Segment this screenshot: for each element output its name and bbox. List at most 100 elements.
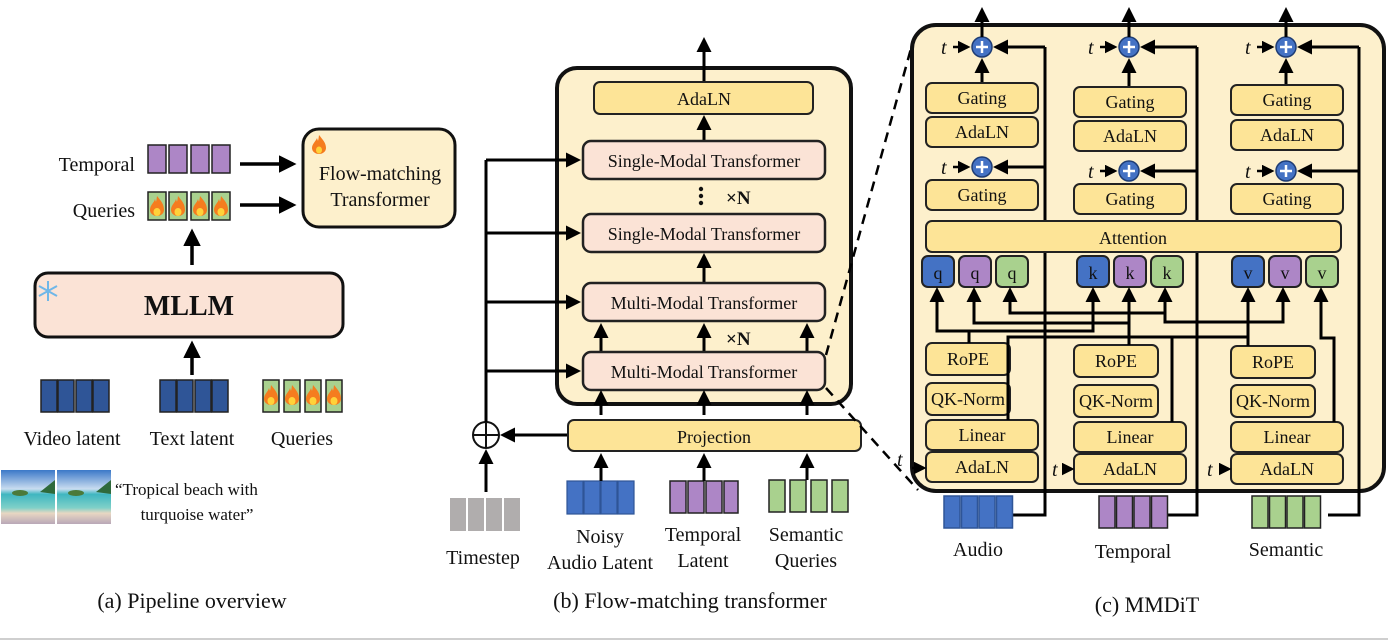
stream-label: Temporal (1095, 541, 1172, 563)
token (566, 480, 584, 515)
timestep-label: Timestep (446, 547, 520, 569)
repeat-label: ×N (726, 188, 751, 209)
noisy-audio-label-line2: Audio Latent (547, 552, 654, 574)
timestep-symbol: t (1052, 459, 1058, 481)
token (723, 480, 739, 514)
text-latent-tokens (159, 379, 229, 413)
stream-label: Audio (953, 539, 1003, 561)
connector-line (1166, 47, 1199, 517)
token (468, 498, 484, 531)
timestep-tokens (450, 498, 520, 531)
input-query-tokens (262, 379, 343, 413)
rope-block-label: RoPE (1252, 352, 1294, 372)
multi-modal-transformer-label: Multi-Modal Transformer (611, 293, 798, 313)
add-circle-icon (1118, 160, 1140, 182)
stream-token (1303, 495, 1322, 529)
qk-norm-block-label: QK-Norm (1079, 391, 1153, 411)
qk-norm-block (925, 382, 1011, 416)
single-modal-transformer-2 (581, 212, 827, 254)
linear-block-label: Linear (959, 425, 1006, 445)
token (57, 379, 75, 413)
token (810, 479, 828, 513)
attention-block (925, 220, 1342, 253)
gating-block (1073, 183, 1187, 215)
linear-block (1073, 421, 1187, 453)
token (669, 480, 687, 514)
adaln-block-label: AdaLN (955, 122, 1009, 142)
prompt-text-line2: turquoise water” (141, 505, 254, 524)
stream-token (943, 495, 961, 529)
adaln-block (925, 116, 1039, 148)
single-modal-transformer-1 (581, 139, 827, 181)
qkv-token-label: q (971, 263, 980, 283)
panel-b-caption: (b) Flow-matching transformer (553, 588, 827, 613)
stream-token (1150, 495, 1169, 529)
panel-a-pipeline-overview: Temporal Queries (1, 127, 457, 613)
timestep-symbol: t (1088, 161, 1094, 183)
semantic-queries-label-line1: Semantic (769, 524, 844, 546)
repeat-label: ×N (726, 329, 751, 350)
token (40, 379, 58, 413)
token (504, 498, 520, 531)
query-tokens (147, 191, 231, 221)
timestep-symbol: t (1245, 161, 1251, 183)
prompt-text-line1: “Tropical beach with (115, 480, 258, 499)
token (147, 144, 167, 174)
ellipsis-dots (698, 186, 704, 206)
fire-icon (264, 385, 341, 405)
zoom-guide-line (825, 387, 919, 491)
connector-line (969, 292, 1095, 333)
timestep-symbol: t (1245, 37, 1251, 59)
panel-a-caption: (a) Pipeline overview (97, 588, 286, 613)
semantic-queries-label-line2: Queries (775, 550, 837, 572)
multi-modal-transformer-1 (581, 281, 827, 323)
video-frame-2 (57, 470, 111, 524)
qkv-token-label: v (1318, 263, 1327, 283)
stream-token (1286, 495, 1304, 529)
snowflake-icon (38, 281, 58, 301)
token (789, 479, 807, 513)
rope-block-label: RoPE (1095, 351, 1137, 371)
flow-matching-transformer-block (301, 127, 457, 229)
connector-line (972, 292, 1131, 325)
token (450, 498, 466, 531)
qk-norm-block (1230, 384, 1316, 418)
adaln-block-label: AdaLN (1260, 459, 1314, 479)
adaln-block-label: AdaLN (1103, 126, 1157, 146)
token (831, 479, 849, 513)
projection-block (567, 419, 862, 452)
flow-matching-label-line2: Transformer (330, 189, 430, 211)
connector-line (1163, 292, 1285, 324)
single-modal-transformer-label: Single-Modal Transformer (608, 151, 801, 171)
adaln-label: AdaLN (677, 89, 731, 109)
qkv-token-label: v (1244, 263, 1253, 283)
attention-label: Attention (1099, 228, 1167, 248)
token (617, 480, 635, 515)
bottom-border (0, 638, 1388, 640)
multi-modal-transformer-label: Multi-Modal Transformer (611, 362, 798, 382)
connector-line (1319, 292, 1336, 422)
queries-label: Queries (73, 200, 135, 222)
noisy-audio-tokens (566, 480, 635, 515)
adaln-block (593, 81, 814, 115)
stream-token (960, 495, 979, 529)
token (190, 144, 210, 174)
timestep-symbol: t (1207, 459, 1213, 481)
linear-block (1230, 421, 1344, 453)
temporal-tokens (147, 144, 231, 174)
qkv-token-label: q (1008, 263, 1017, 283)
gating-block-label: Gating (1106, 189, 1155, 209)
token (176, 379, 194, 413)
mllm-label: MLLM (144, 291, 234, 322)
gating-block-label: Gating (958, 88, 1007, 108)
stream-token (1251, 495, 1269, 529)
rope-block-label: RoPE (947, 349, 989, 369)
adaln-block-label: AdaLN (1103, 459, 1157, 479)
projection-label: Projection (677, 427, 751, 447)
video-frame-1 (1, 470, 55, 524)
temporal-latent-tokens (669, 480, 739, 514)
token (687, 480, 705, 514)
stream-label: Semantic (1249, 539, 1324, 561)
qk-norm-block (1073, 384, 1159, 418)
